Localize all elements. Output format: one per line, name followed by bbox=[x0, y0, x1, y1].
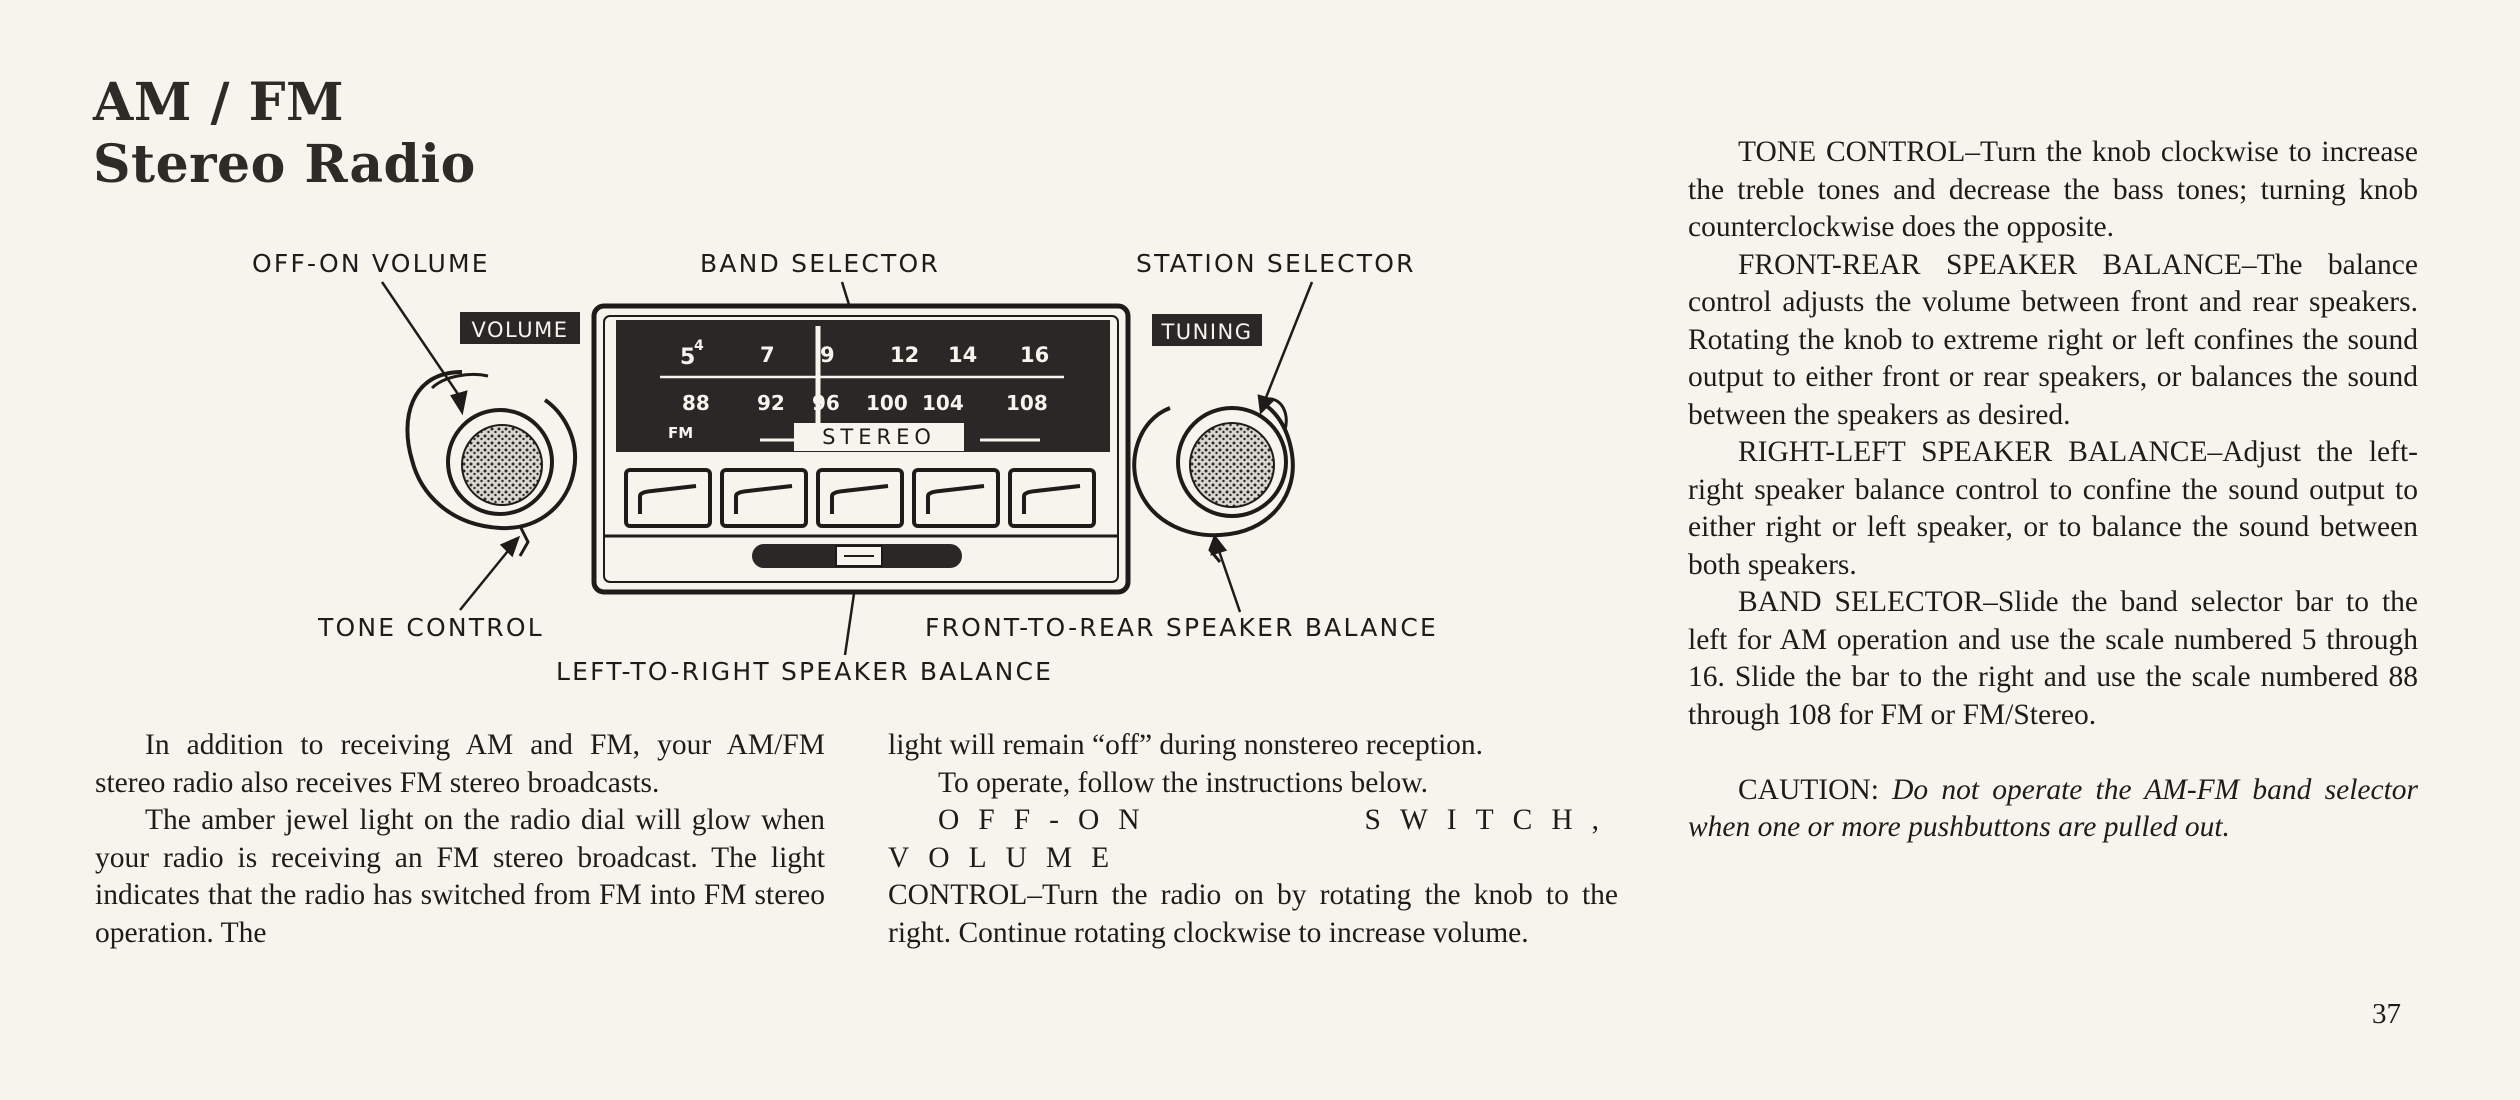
dial-fm-88: 88 bbox=[682, 391, 710, 415]
label-station-selector: STATION SELECTOR bbox=[1136, 249, 1416, 278]
col2-switch-heading: OFF-ON SWITCH, VOLUME bbox=[888, 804, 1618, 874]
col3-caution: CAUTION: Do not operate the AM-FM band s… bbox=[1688, 772, 2418, 847]
dial-fm-104: 104 bbox=[922, 391, 964, 415]
col3-right-left: RIGHT-LEFT SPEAKER BALANCE–Adjust the le… bbox=[1688, 436, 2418, 581]
dial-scale: 5 4 7 9 12 14 16 88 92 96 100 104 108 FM bbox=[668, 338, 1049, 442]
page-title: AM / FM Stereo Radio bbox=[93, 72, 476, 196]
title-line-2: Stereo Radio bbox=[93, 134, 476, 195]
caution-label: CAUTION: bbox=[1738, 773, 1879, 806]
radio-face bbox=[591, 303, 1131, 595]
caution-text: Do not operate the AM-FM band selector w… bbox=[1688, 773, 2419, 844]
col1-paragraph-2: The amber jewel light on the radio dial … bbox=[95, 804, 825, 949]
col3-tone-control: TONE CONTROL–Turn the knob clockwise to … bbox=[1688, 136, 2418, 243]
label-left-to-right: LEFT-TO-RIGHT SPEAKER BALANCE bbox=[556, 657, 1053, 686]
dial-am-16: 16 bbox=[1020, 343, 1049, 367]
label-tone-control: TONE CONTROL bbox=[317, 613, 544, 642]
col3-front-rear: FRONT-REAR SPEAKER BALANCE–The balance c… bbox=[1688, 248, 2418, 431]
dial-am-12: 12 bbox=[890, 343, 919, 367]
volume-knob bbox=[405, 370, 578, 557]
title-line-1: AM / FM bbox=[93, 72, 345, 133]
dial-am-9: 9 bbox=[820, 343, 835, 367]
dial-stereo-label: STEREO bbox=[822, 425, 936, 449]
col2-paragraph-1: light will remain “off” during nonstereo… bbox=[888, 729, 1484, 761]
column-1: In addition to receiving AM and FM, your… bbox=[95, 727, 825, 952]
tuning-knob bbox=[1132, 397, 1295, 563]
label-off-on-volume: OFF-ON VOLUME bbox=[252, 249, 490, 278]
tuning-tag-label: TUNING bbox=[1160, 320, 1252, 344]
page-number: 37 bbox=[2372, 998, 2401, 1030]
volume-tag-label: VOLUME bbox=[472, 318, 569, 342]
tuning-tag bbox=[1152, 314, 1262, 346]
volume-tag bbox=[460, 312, 580, 344]
dial-am-sup: 4 bbox=[694, 338, 704, 354]
col2-paragraph-3: CONTROL–Turn the radio on by rotating th… bbox=[888, 879, 1618, 949]
col2-paragraph-2: To operate, follow the instructions belo… bbox=[938, 766, 1429, 799]
dial-fm-108: 108 bbox=[1006, 391, 1048, 415]
dial-fm-92: 92 bbox=[757, 391, 785, 415]
col3-band-selector: BAND SELECTOR–Slide the band selector ba… bbox=[1688, 586, 2418, 731]
radio-diagram: OFF-ON VOLUME BAND SELECTOR STATION SELE… bbox=[252, 249, 1438, 686]
col1-paragraph-1: In addition to receiving AM and FM, your… bbox=[95, 729, 825, 799]
dial-am-14: 14 bbox=[948, 343, 977, 367]
column-2: light will remain “off” during nonstereo… bbox=[888, 727, 1618, 952]
dial-am-7: 7 bbox=[760, 343, 775, 367]
dial-am-5: 5 bbox=[680, 345, 695, 370]
label-front-to-rear: FRONT-TO-REAR SPEAKER BALANCE bbox=[925, 613, 1438, 642]
dial-fm-label: FM bbox=[668, 424, 693, 442]
label-band-selector: BAND SELECTOR bbox=[700, 249, 940, 278]
dial-fm-100: 100 bbox=[866, 391, 908, 415]
dial-fm-96: 96 bbox=[812, 391, 840, 415]
column-3: TONE CONTROL–Turn the knob clockwise to … bbox=[1688, 134, 2418, 847]
